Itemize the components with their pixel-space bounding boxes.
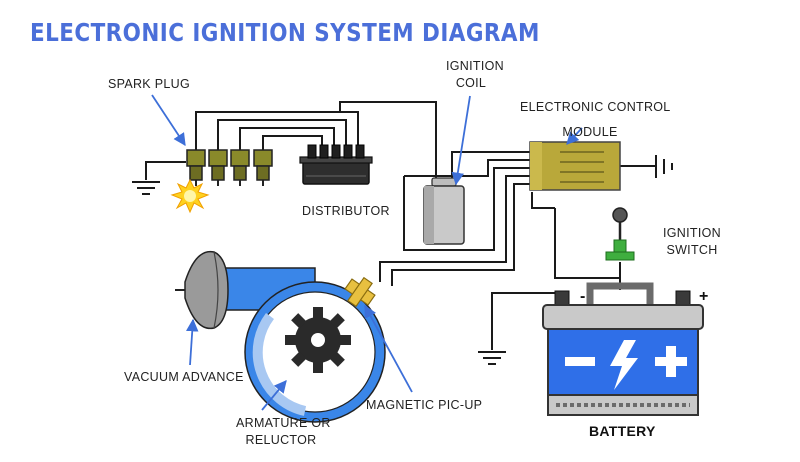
coil-ht-wire [339,101,437,182]
label-ignition-switch-line2: SWITCH [666,243,718,257]
label-ignition-switch-line1: IGNITION [663,226,721,240]
ground-symbol-icon [132,181,160,195]
spark-plug-4 [253,149,273,186]
arrow-module [566,127,583,145]
label-distributor: DISTRIBUTOR [302,204,390,218]
label-ecm: ELECTRONIC CONTROL MODULE [520,99,671,141]
module-switch-wire [554,208,620,279]
arrow-armature [261,380,287,411]
armature-reluctor [285,307,351,373]
spark-plug-1 [186,149,206,186]
pickup-wire-2 [391,183,532,286]
arrow-vacuum-advance [185,318,199,366]
label-ignition-switch: IGNITION SWITCH [662,225,722,259]
label-vacuum-advance: VACUUM ADVANCE [124,370,244,384]
label-ignition-coil: IGNITION COIL [446,58,504,92]
label-ignition-coil-line2: COIL [455,76,487,90]
label-arrows [151,94,583,411]
label-battery: BATTERY [589,423,656,439]
pickup-wire-1 [379,175,532,282]
label-armature-line2: RELUCTOR [245,433,317,447]
spark-plugs [186,149,273,186]
lightning-bolt-icon [610,340,638,390]
minus-sign-icon [565,357,595,366]
label-ecm-line1: ELECTRONIC CONTROL [520,100,671,114]
ground-symbol-icon [478,351,506,365]
label-spark-plug: SPARK PLUG [108,77,190,91]
spark-flash-icon [170,178,210,214]
label-armature-line1: ARMATURE OR [236,416,331,430]
ignition-coil [423,177,465,245]
plug-wire-4 [262,135,323,150]
spark-plug-3 [230,149,250,186]
arrow-spark-plug [151,94,186,147]
page-title: ELECTRONIC IGNITION SYSTEM DIAGRAM [30,18,540,47]
label-battery-minus: - [580,288,586,305]
arrow-magnetic-pickup [364,304,413,393]
plug-wire-2 [217,119,347,150]
label-armature: ARMATURE OR RELUCTOR [236,415,331,449]
label-magnetic-pickup: MAGNETIC PIC-UP [366,398,483,412]
distributor [299,144,373,185]
electronic-control-module [529,141,621,191]
ignition-switch [605,207,635,261]
plug-wire-3 [239,127,335,150]
arrow-ignition-coil [451,95,471,186]
spark-plug-2 [208,149,228,186]
coil-module-wire-2 [404,159,532,177]
plug-wire-1 [195,111,359,150]
ground-symbol-icon [655,155,673,178]
plug-ground-wire [145,161,186,180]
label-ignition-coil-line1: IGNITION [446,59,504,73]
plus-sign-icon [655,346,687,377]
label-battery-plus: + [699,288,709,305]
magnetic-pickup [344,276,376,308]
module-wire-down [531,192,555,209]
label-ecm-line2: MODULE [562,125,618,139]
coil-module-wire-3 [403,167,532,251]
